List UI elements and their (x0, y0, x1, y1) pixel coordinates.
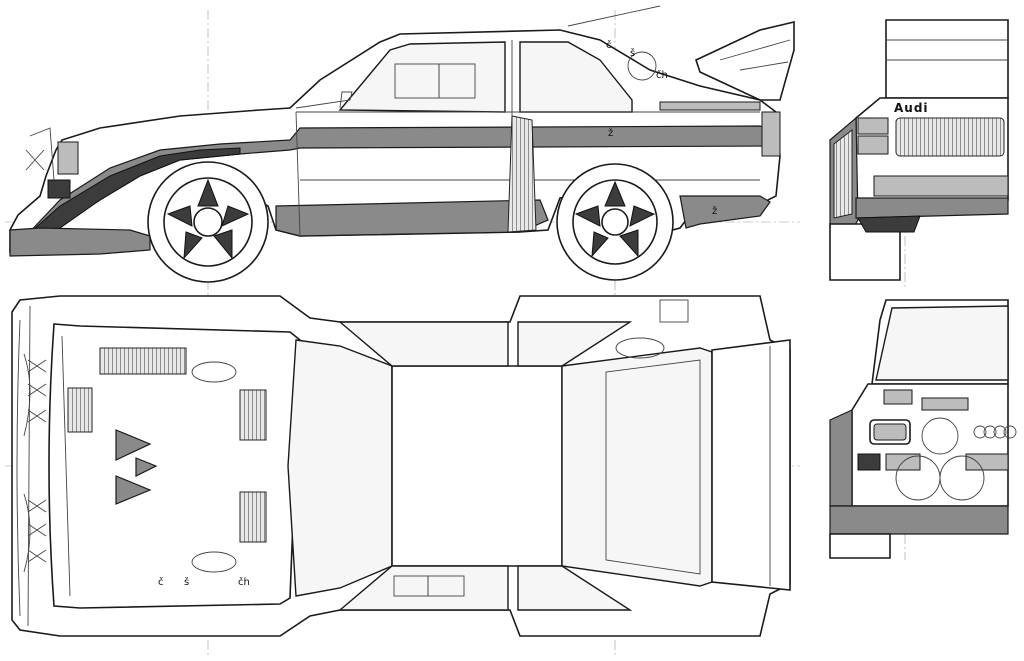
marking-z-caron: ž (608, 127, 613, 139)
side-front-wheel (147, 161, 269, 283)
rear-brand-text: Audi (894, 101, 929, 115)
top-marking-c-caron: č (158, 576, 164, 588)
top-view: č š čh (11, 295, 791, 637)
side-air-intake (507, 115, 537, 233)
top-rear-window (561, 347, 713, 587)
rear-light-panel (895, 117, 1005, 157)
marking-z-caron-rear: ž (712, 205, 717, 217)
audi-rings-logo (973, 425, 1017, 439)
top-marking-ch: čh (238, 576, 250, 588)
front-view (829, 299, 1017, 559)
top-roof (391, 365, 563, 567)
marking-ch: čh (656, 69, 668, 81)
top-front-lights (23, 353, 47, 573)
top-marking-s-caron: š (184, 576, 189, 588)
marking-s-caron: š (630, 47, 635, 59)
rear-view: Audi (829, 19, 1009, 281)
rear-bumper-strip (873, 175, 1009, 197)
top-windscreen (287, 339, 393, 597)
rear-spoiler (695, 20, 795, 101)
top-rear-spoiler (711, 339, 791, 591)
marking-c-caron: č (606, 39, 612, 51)
top-bonnet (48, 323, 301, 609)
bonnet-vent (99, 347, 187, 375)
side-rear-wheel (556, 163, 674, 281)
side-view: č š čh ž ž (9, 5, 795, 283)
front-splitter (829, 505, 1009, 535)
